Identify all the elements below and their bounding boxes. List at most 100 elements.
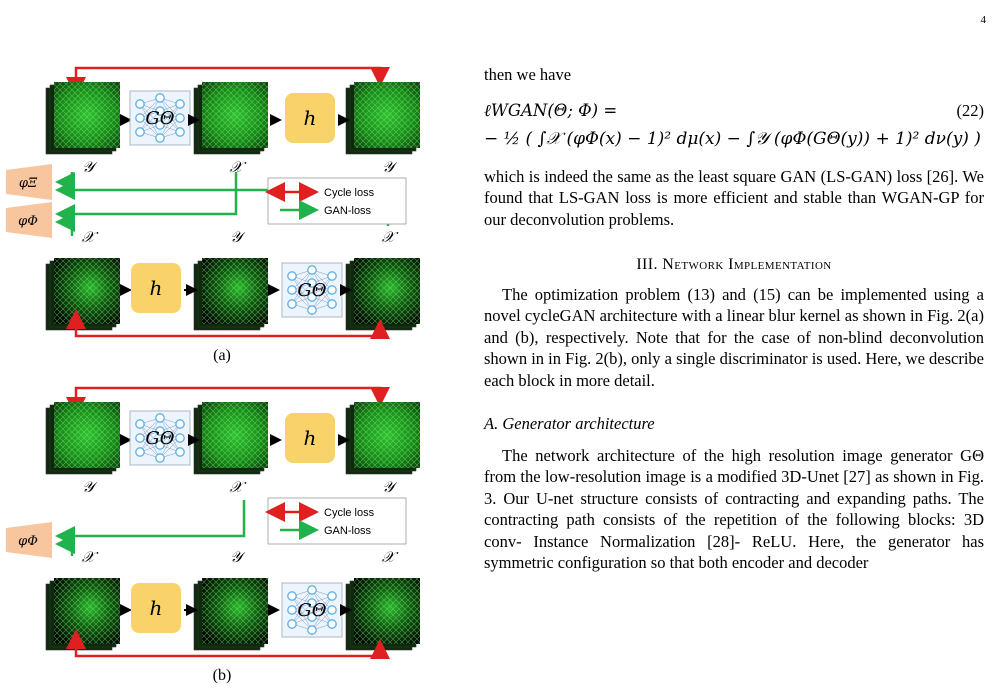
top-image-1 xyxy=(193,82,268,155)
discriminator-shape xyxy=(6,164,52,200)
generator-node xyxy=(327,591,337,601)
generator-edge xyxy=(291,595,313,631)
bottom-domain-label: 𝒴 xyxy=(230,228,246,246)
page-number: 4 xyxy=(980,14,987,26)
gan-arrow xyxy=(55,500,246,546)
generator-node xyxy=(307,278,317,288)
paragraph-generator: The network architecture of the high res… xyxy=(484,445,984,573)
generator-node xyxy=(287,299,297,309)
generator-node xyxy=(135,447,145,457)
generator-node xyxy=(175,99,185,109)
discriminator-label: φΦ xyxy=(18,534,38,549)
gan-arrow xyxy=(55,534,75,556)
generator-node xyxy=(287,605,297,615)
image-texture xyxy=(54,578,120,644)
generator-edge xyxy=(139,103,161,139)
top-domain-label: 𝒴 xyxy=(382,158,398,176)
generator-node xyxy=(175,419,185,429)
equation-22: ℓWGAN(Θ; Φ) =(22) − ½ ( ∫𝒳 (φΦ(x) − 1)² … xyxy=(484,100,984,154)
generator-edge xyxy=(159,97,181,133)
paragraph-network: The optimization problem (13) and (15) c… xyxy=(484,284,984,390)
generator-edge xyxy=(139,417,161,453)
generator-edge xyxy=(139,97,161,133)
blur-kernel-label: h xyxy=(150,276,163,300)
generator-edge xyxy=(311,275,333,311)
blur-kernel-block: h xyxy=(131,583,181,633)
generator-node xyxy=(135,127,145,137)
image-texture xyxy=(54,258,120,324)
bottom-image-1 xyxy=(193,578,268,651)
gan-arrow xyxy=(55,172,75,192)
image-texture xyxy=(202,258,268,324)
legend-box xyxy=(267,177,407,225)
generator-node xyxy=(287,271,297,281)
generator-edge xyxy=(291,275,313,311)
generator-edge xyxy=(311,595,333,631)
generator-node xyxy=(307,585,317,595)
generator-node xyxy=(287,591,297,601)
generator-node xyxy=(327,605,337,615)
blur-kernel-box xyxy=(131,263,181,313)
generator-edge xyxy=(159,423,181,459)
bottom-image-0 xyxy=(45,578,120,651)
top-image-0 xyxy=(45,402,120,475)
gan-arrow xyxy=(55,172,238,224)
generator-edge xyxy=(311,269,333,305)
generator-node xyxy=(327,619,337,629)
blur-kernel-label: h xyxy=(304,426,317,450)
generator-node xyxy=(307,305,317,315)
generator-node xyxy=(287,619,297,629)
top-image-2 xyxy=(345,402,420,475)
generator-node xyxy=(135,99,145,109)
bottom-domain-label: 𝒴 xyxy=(230,548,246,566)
paragraph-lsgan: which is indeed the same as the least sq… xyxy=(484,166,984,229)
generator-edge xyxy=(159,103,181,139)
equation-rhs: − ½ ( ∫𝒳 (φΦ(x) − 1)² dμ(x) − ∫𝒴 (φΦ(GΘ(… xyxy=(484,128,981,149)
image-texture xyxy=(202,578,268,644)
generator-node xyxy=(307,598,317,608)
legend-box xyxy=(267,497,407,545)
generator-node xyxy=(307,612,317,622)
generator-node xyxy=(327,285,337,295)
discriminator-label: φΞ xyxy=(19,176,38,191)
bottom-domain-label: 𝒳 xyxy=(82,548,99,566)
panel-label: (a) xyxy=(213,347,231,364)
generator-node xyxy=(155,426,165,436)
bottom-image-2 xyxy=(345,578,420,651)
cycle-loss-top xyxy=(66,386,390,417)
blur-kernel-box xyxy=(285,93,335,143)
legend-cycle-label: Cycle loss xyxy=(324,507,375,519)
blur-kernel-block: h xyxy=(131,263,181,313)
generator-node xyxy=(155,120,165,130)
generator-label: GΘ xyxy=(145,428,174,449)
image-texture xyxy=(354,258,420,324)
body-text: then we have ℓWGAN(Θ; Φ) =(22) − ½ ( ∫𝒳 … xyxy=(484,56,984,574)
legend-gan-label: GAN-loss xyxy=(324,205,372,217)
discriminator-shape xyxy=(6,202,52,238)
cycle-loss-bottom xyxy=(66,309,390,339)
generator-label: GΘ xyxy=(297,280,326,301)
generator-node xyxy=(155,440,165,450)
image-texture xyxy=(54,82,120,148)
discriminator: φΦ xyxy=(6,202,52,238)
discriminator-label: φΦ xyxy=(18,214,38,229)
cycle-loss-bottom xyxy=(66,629,390,659)
generator-edge xyxy=(139,423,161,459)
generator-label: GΘ xyxy=(297,600,326,621)
generator-node xyxy=(327,299,337,309)
blur-kernel-box xyxy=(285,413,335,463)
generator-node xyxy=(307,265,317,275)
generator-node xyxy=(307,625,317,635)
generator-node xyxy=(155,133,165,143)
blur-kernel-box xyxy=(131,583,181,633)
blur-kernel-block: h xyxy=(285,93,335,143)
top-image-2 xyxy=(345,82,420,155)
generator-node xyxy=(155,453,165,463)
generator-label: GΘ xyxy=(145,108,174,129)
generator-edge xyxy=(159,417,181,453)
generator-block: GΘ xyxy=(281,582,343,638)
subsection-title: A. Generator architecture xyxy=(484,414,655,433)
cycle-loss-top xyxy=(66,66,390,97)
